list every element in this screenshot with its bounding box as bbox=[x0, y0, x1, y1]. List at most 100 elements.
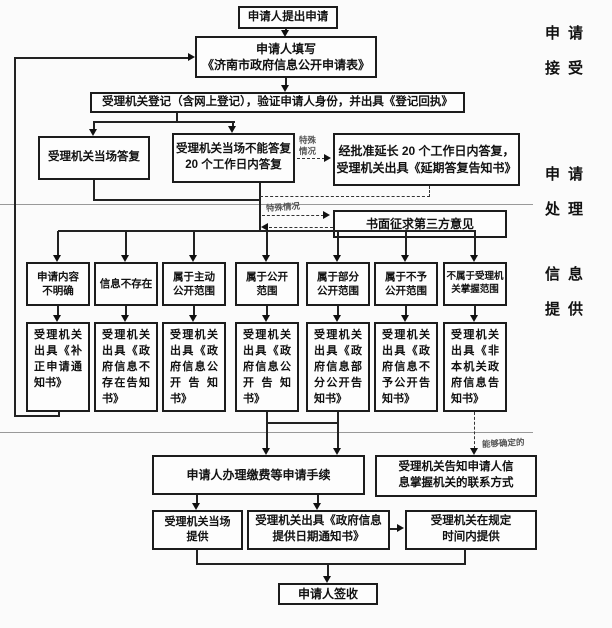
arrowhead bbox=[401, 255, 409, 262]
connector bbox=[337, 306, 339, 315]
connector bbox=[196, 495, 198, 503]
arrowhead bbox=[470, 448, 478, 455]
arrowhead bbox=[189, 255, 197, 262]
connector bbox=[337, 231, 339, 255]
connector bbox=[58, 412, 60, 417]
connector bbox=[464, 550, 466, 565]
cat-line: 公开范围 bbox=[173, 285, 215, 297]
cat-line: 属于不予 bbox=[385, 270, 427, 283]
node-pay-fee: 申请人办理缴费等申请手续 bbox=[152, 455, 365, 495]
node-delayed-reply: 受理机关当场不能答复 20 个工作日内答复 bbox=[172, 133, 295, 183]
connector bbox=[474, 306, 476, 315]
node-delayed-reply-line1: 受理机关当场不能答复 bbox=[176, 143, 291, 156]
cat-line: 范围 bbox=[256, 285, 278, 297]
cat-line: 不明确 bbox=[42, 285, 74, 297]
section-label-provide: 提供 bbox=[545, 301, 592, 318]
connector bbox=[266, 412, 268, 424]
node-cat-unclear: 申请内容 不明确 bbox=[26, 262, 90, 306]
node-onspot-provide: 受理机关当场 提供 bbox=[152, 510, 243, 550]
arrowhead bbox=[262, 448, 270, 455]
node-cat-partial: 属于部分 公开范围 bbox=[306, 262, 370, 306]
connector bbox=[57, 231, 59, 255]
connector bbox=[94, 121, 235, 123]
node-date-notice-line2: 提供日期通知书》 bbox=[272, 531, 365, 543]
connector bbox=[196, 563, 466, 565]
section-label-accept: 接受 bbox=[545, 60, 592, 77]
node-provide-in-time: 受理机关在规定 时间内提供 bbox=[405, 510, 537, 550]
node-extended-reply-line2: 受理机关出具《延期答复告知书》 bbox=[336, 160, 517, 175]
connector bbox=[259, 183, 261, 231]
arrowhead bbox=[53, 255, 61, 262]
dashed-connector bbox=[474, 412, 475, 449]
connector bbox=[390, 528, 399, 530]
connector bbox=[337, 423, 339, 449]
node-extended-reply-line1: 经批准延长 20 个工作日内答复， bbox=[338, 144, 515, 159]
connector bbox=[93, 180, 95, 201]
arrowhead bbox=[470, 315, 478, 322]
cat-line: 关掌握范围 bbox=[451, 284, 499, 295]
connector bbox=[266, 422, 339, 424]
connector bbox=[285, 78, 287, 86]
node-inform-contact-line2: 息掌握机关的联系方式 bbox=[398, 477, 514, 489]
node-cat-not-exist: 信息不存在 bbox=[94, 262, 158, 306]
arrowhead bbox=[397, 524, 404, 532]
arrowhead bbox=[53, 315, 61, 322]
connector bbox=[14, 57, 188, 59]
connector bbox=[266, 231, 268, 255]
node-onspot-provide-line1: 受理机关当场 bbox=[164, 516, 231, 529]
node-out-not-exist-notice: 受理机关出具《政府信息不存在告知书》 bbox=[94, 322, 158, 412]
note-determinable: 能够确定的 bbox=[481, 436, 525, 450]
arrowhead bbox=[189, 315, 197, 322]
node-fill-form-line2: 《济南市政府信息公开申请表》 bbox=[201, 58, 370, 72]
arrowhead bbox=[228, 126, 236, 133]
node-date-notice: 受理机关出具《政府信息 提供日期通知书》 bbox=[247, 510, 390, 550]
node-provide-in-time-line2: 时间内提供 bbox=[442, 531, 500, 543]
node-cat-proactive: 属于主动 公开范围 bbox=[162, 262, 226, 306]
dashed-connector bbox=[269, 227, 333, 228]
arrowhead bbox=[333, 448, 341, 455]
node-out-disclosure-notice: 受理机关出具《政府信息公开告知书》 bbox=[162, 322, 226, 412]
connector bbox=[232, 121, 234, 127]
connector bbox=[93, 199, 261, 201]
arrowhead bbox=[281, 30, 289, 37]
connector bbox=[317, 495, 319, 503]
cat-line: 属于部分 bbox=[317, 270, 359, 283]
arrowhead bbox=[470, 255, 478, 262]
cat-line: 信息不存在 bbox=[99, 277, 153, 290]
connector bbox=[125, 306, 127, 315]
note-special-case-2: 特殊情况 bbox=[265, 200, 301, 214]
connector bbox=[57, 306, 59, 315]
arrowhead bbox=[192, 503, 200, 510]
node-third-party-opinion: 书面征求第三方意见 bbox=[333, 210, 507, 238]
node-cat-not-held: 不属于受理机 关掌握范围 bbox=[443, 262, 507, 306]
node-extended-reply: 经批准延长 20 个工作日内答复， 受理机关出具《延期答复告知书》 bbox=[333, 133, 520, 186]
section-label-apply: 申请 bbox=[545, 25, 592, 42]
node-sign-receipt: 申请人签收 bbox=[278, 583, 378, 605]
arrowhead bbox=[324, 154, 331, 162]
dashed-connector bbox=[429, 186, 430, 197]
cat-line: 属于主动 bbox=[173, 270, 215, 283]
connector bbox=[266, 306, 268, 315]
node-inform-contact-line1: 受理机关告知申请人信 bbox=[398, 461, 514, 474]
node-fill-form: 申请人填写 《济南市政府信息公开申请表》 bbox=[195, 36, 377, 78]
connector bbox=[405, 306, 407, 315]
node-out-disclosure-notice-2: 受理机关出具《政府信息公开告知书》 bbox=[235, 322, 299, 412]
connector bbox=[14, 57, 16, 417]
arrowhead bbox=[262, 315, 270, 322]
cat-line: 申请内容 bbox=[37, 270, 79, 283]
dashed-connector bbox=[262, 215, 324, 216]
node-provide-in-time-line1: 受理机关在规定 bbox=[430, 515, 512, 528]
connector bbox=[196, 550, 198, 565]
cat-line: 不属于受理机 bbox=[446, 271, 504, 283]
arrowhead bbox=[333, 255, 341, 262]
connector bbox=[176, 113, 178, 123]
connector bbox=[474, 231, 476, 255]
arrowhead bbox=[262, 255, 270, 262]
cat-line: 属于公开 bbox=[246, 270, 288, 283]
note-special-case-line2: 情况 bbox=[299, 145, 317, 156]
arrowhead bbox=[333, 315, 341, 322]
cat-line: 公开范围 bbox=[317, 285, 359, 297]
arrowhead bbox=[401, 315, 409, 322]
node-date-notice-line1: 受理机关出具《政府信息 bbox=[255, 515, 382, 528]
connector bbox=[327, 563, 329, 576]
